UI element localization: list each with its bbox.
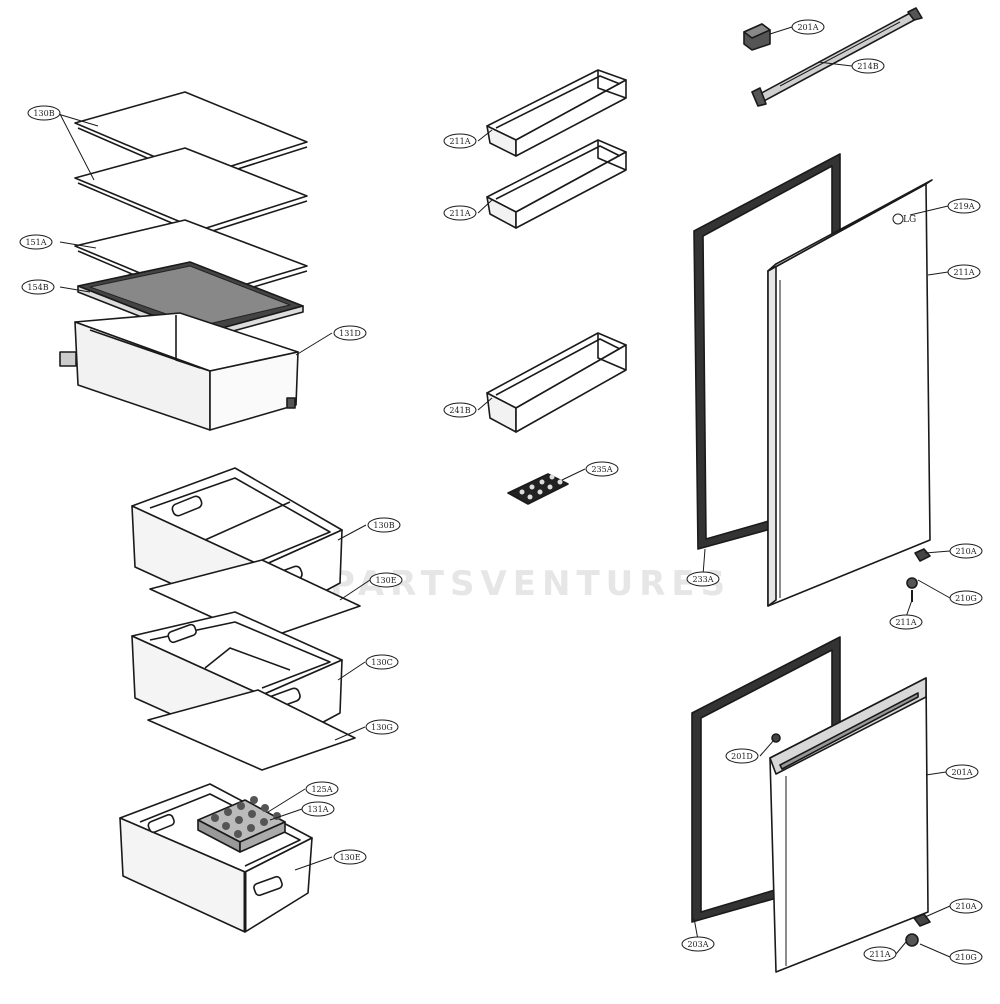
callout-210a-lower: 210A xyxy=(949,898,983,914)
door-basket-3 xyxy=(486,332,627,433)
callout-151a: 151A xyxy=(19,234,53,250)
drawer-lower xyxy=(119,783,313,933)
callout-201a-door: 201A xyxy=(945,764,979,780)
callout-211a-basket1: 211A xyxy=(443,133,477,149)
callout-241b: 241B xyxy=(443,402,477,418)
svg-text:233A: 233A xyxy=(692,575,713,584)
callout-210a-upper: 210A xyxy=(949,543,983,559)
door-basket-1 xyxy=(486,69,627,157)
callouts: 130B 151A 154B 131D 130B 130E 130C 130G … xyxy=(19,19,983,965)
svg-text:211A: 211A xyxy=(869,950,890,959)
callout-130g: 130G xyxy=(365,719,399,735)
callout-130b-drawer: 130B xyxy=(367,517,401,533)
callout-125a: 125A xyxy=(305,781,339,797)
svg-text:131A: 131A xyxy=(307,805,328,814)
upper-door-panel xyxy=(767,179,933,607)
svg-text:235A: 235A xyxy=(591,465,612,474)
top-hinge-cover xyxy=(751,7,923,107)
svg-text:214B: 214B xyxy=(857,62,878,71)
callout-130c: 130C xyxy=(365,654,399,670)
callout-211a-basket2: 211A xyxy=(443,205,477,221)
svg-text:210G: 210G xyxy=(955,594,977,603)
callout-131a: 131A xyxy=(301,801,335,817)
lower-door-panel xyxy=(769,677,929,973)
svg-text:151A: 151A xyxy=(25,238,46,247)
svg-text:219A: 219A xyxy=(953,202,974,211)
callout-131d: 131D xyxy=(333,325,367,341)
svg-text:203A: 203A xyxy=(687,940,708,949)
callout-201a-hinge: 201A xyxy=(791,19,825,35)
svg-text:201A: 201A xyxy=(797,23,818,32)
svg-text:210A: 210A xyxy=(955,547,976,556)
callout-233a: 233A xyxy=(686,571,720,587)
callout-203a: 203A xyxy=(681,936,715,952)
svg-text:130E: 130E xyxy=(339,853,360,862)
callout-130e-lower: 130E xyxy=(333,849,367,865)
callout-210g-upper: 210G xyxy=(949,590,983,606)
callout-211a-door: 211A xyxy=(947,264,981,280)
svg-text:211A: 211A xyxy=(953,268,974,277)
svg-text:131D: 131D xyxy=(339,329,361,338)
svg-text:210G: 210G xyxy=(955,953,977,962)
callout-214b: 214B xyxy=(851,58,885,74)
hinge-block xyxy=(743,23,771,51)
svg-text:211A: 211A xyxy=(449,137,470,146)
svg-text:130G: 130G xyxy=(371,723,393,732)
callout-201d: 201D xyxy=(725,748,759,764)
svg-text:201A: 201A xyxy=(951,768,972,777)
svg-text:130E: 130E xyxy=(375,576,396,585)
callout-211a-upper-hinge: 211A xyxy=(889,614,923,630)
lower-door-hinge xyxy=(905,913,931,947)
svg-text:241B: 241B xyxy=(449,406,470,415)
svg-text:154B: 154B xyxy=(27,283,48,292)
leader-lines xyxy=(57,26,951,958)
callout-154b: 154B xyxy=(21,279,55,295)
svg-text:125A: 125A xyxy=(311,785,332,794)
crisper-drawer-top xyxy=(59,312,299,431)
svg-text:201D: 201D xyxy=(731,752,753,761)
egg-holder xyxy=(507,473,569,505)
lg-logo: LG xyxy=(903,215,916,225)
svg-text:130C: 130C xyxy=(371,658,392,667)
svg-text:211A: 211A xyxy=(895,618,916,627)
door-basket-2 xyxy=(486,139,627,229)
callout-219a: 219A xyxy=(947,198,981,214)
callout-130b-shelf: 130B xyxy=(27,105,61,121)
callout-235a: 235A xyxy=(585,461,619,477)
egg-tray xyxy=(197,796,286,853)
svg-text:210A: 210A xyxy=(955,902,976,911)
svg-text:130B: 130B xyxy=(33,109,54,118)
upper-door-hinge xyxy=(906,548,931,602)
callout-211a-lower-hinge: 211A xyxy=(863,946,897,962)
lg-logo-circle xyxy=(892,213,904,225)
drawer-middle-glass xyxy=(147,689,356,771)
callout-210g-lower: 210G xyxy=(949,949,983,965)
callout-130e-upper: 130E xyxy=(369,572,403,588)
svg-text:211A: 211A xyxy=(449,209,470,218)
svg-text:130B: 130B xyxy=(373,521,394,530)
